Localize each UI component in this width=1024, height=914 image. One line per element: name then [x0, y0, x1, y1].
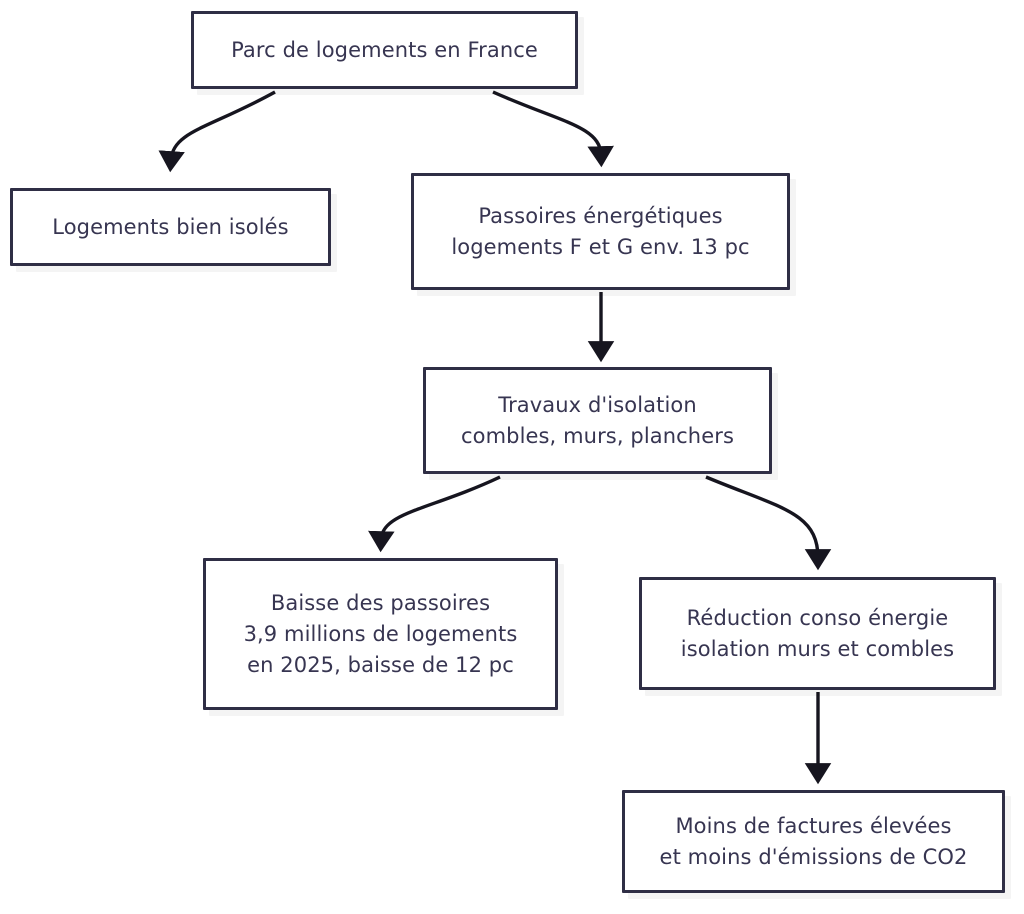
node-label: Parc de logements en France — [231, 37, 538, 62]
node-reduction-conso-energie[interactable]: Réduction conso énergie isolation murs e… — [639, 577, 996, 690]
node-label: Logements bien isolés — [52, 214, 289, 239]
node-logements-bien-isoles[interactable]: Logements bien isolés — [10, 188, 331, 266]
node-label: Réduction conso énergie isolation murs e… — [680, 605, 955, 661]
edge-parc-to-passoires — [492, 90, 614, 168]
edge-travaux-to-baisse — [368, 475, 501, 553]
edge-travaux-to-reduction — [705, 475, 832, 571]
node-label: Travaux d'isolation combles, murs, planc… — [460, 392, 734, 448]
node-parc-de-logements[interactable]: Parc de logements en France — [191, 11, 578, 89]
node-moins-de-factures[interactable]: Moins de factures élevées et moins d'émi… — [622, 790, 1005, 893]
node-baisse-des-passoires[interactable]: Baisse des passoires 3,9 millions de log… — [203, 558, 558, 710]
node-travaux-isolation[interactable]: Travaux d'isolation combles, murs, planc… — [423, 367, 772, 474]
node-label: Moins de factures élevées et moins d'émi… — [659, 813, 968, 869]
edge-parc-to-bien-isoles — [158, 90, 276, 173]
node-label: Passoires énergétiques logements F et G … — [451, 203, 750, 259]
node-label: Baisse des passoires 3,9 millions de log… — [243, 590, 518, 677]
node-passoires-energetiques[interactable]: Passoires énergétiques logements F et G … — [411, 173, 790, 290]
